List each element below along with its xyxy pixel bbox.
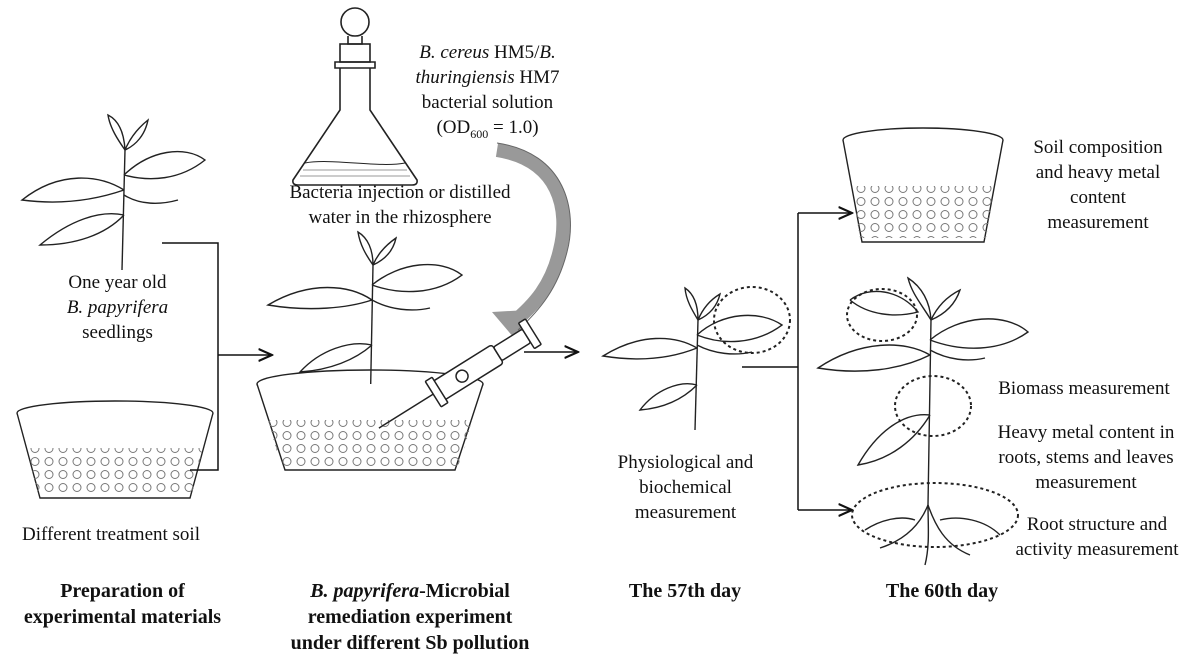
curved-transfer-arrow [495, 143, 571, 331]
seedlings-label: One year old B. papyrifera seedlings [30, 270, 205, 345]
leaf-biomass-circle [846, 288, 918, 342]
soil-analysis-pot-icon [842, 127, 1004, 243]
species-b-abbrev: B. [539, 42, 556, 63]
od-open: (OD [436, 117, 471, 138]
seedling-plant-icon [20, 113, 207, 271]
syringe-icon [378, 318, 542, 429]
seedlings-line1: One year old [68, 272, 167, 293]
stage1-title: Preparation of experimental materials [0, 578, 245, 630]
soil-comp-line1: Soil composition [1033, 137, 1163, 158]
root-line1: Root structure and [1026, 514, 1168, 535]
stage1-line2: experimental materials [23, 606, 222, 628]
stage2-species: B. papyrifera [310, 580, 420, 602]
stage3-branch-connector [742, 213, 852, 510]
strain-hm7: HM7 [514, 67, 560, 88]
stage2-title: B. papyrifera-Microbial remediation expe… [255, 578, 565, 656]
od-value: = 1.0) [488, 117, 539, 138]
injection-label: Bacteria injection or distilled water in… [255, 180, 545, 230]
stage2-line2: remediation experiment [307, 606, 513, 628]
strain-hm5: HM5/ [489, 42, 540, 63]
treatment-soil-pot-icon [16, 400, 214, 499]
day60-plant-icon [816, 276, 1030, 566]
soil-comp-line3: content [1070, 187, 1126, 208]
physio-line1: Physiological and [617, 452, 754, 473]
biomass-label: Biomass measurement [998, 378, 1170, 399]
root-line2: activity measurement [1015, 539, 1179, 560]
stage1-line1: Preparation of [60, 580, 185, 602]
stage1-connector [162, 242, 272, 471]
seedlings-line3: seedlings [82, 322, 153, 343]
physio-line2: biochemical [639, 477, 732, 498]
species-thuringiensis: thuringiensis [415, 67, 515, 88]
stem-sample-circle [894, 375, 972, 437]
species-cereus: B. cereus [419, 42, 490, 63]
day57-plant-icon [601, 286, 784, 431]
heavy-metal-label: Heavy metal content in roots, stems and … [975, 420, 1197, 495]
stage3-title: The 57th day [628, 580, 742, 602]
leaf-sample-circle [713, 286, 791, 354]
soil-label: Different treatment soil [22, 524, 200, 545]
flask-icon [292, 7, 418, 186]
flask-solution-label: B. cereus HM5/B. thuringiensis HM7 bacte… [395, 40, 580, 140]
soil-comp-line4: measurement [1047, 212, 1149, 233]
seedlings-species: B. papyrifera [66, 297, 169, 318]
heavy-metal-line1: Heavy metal content in [997, 422, 1175, 443]
stage2-line3: under different Sb pollution [290, 632, 530, 654]
od-subscript: 600 [470, 126, 489, 141]
injection-line2: water in the rhizosphere [308, 207, 492, 228]
root-sample-circle [851, 482, 1019, 548]
stage4-title: The 60th day [885, 580, 999, 602]
stage2-line1-rest: -Microbial [419, 580, 510, 602]
root-label: Root structure and activity measurement [998, 512, 1196, 562]
physio-label: Physiological and biochemical measuremen… [598, 450, 773, 525]
experiment-pot-icon [256, 369, 484, 471]
soil-comp-line2: and heavy metal [1035, 162, 1161, 183]
heavy-metal-line3: measurement [1035, 472, 1137, 493]
injection-line1: Bacteria injection or distilled [289, 182, 511, 203]
heavy-metal-line2: roots, stems and leaves [998, 447, 1174, 468]
soil-composition-label: Soil composition and heavy metal content… [1018, 135, 1178, 235]
physio-line3: measurement [634, 502, 737, 523]
solution-text: bacterial solution [421, 92, 554, 113]
